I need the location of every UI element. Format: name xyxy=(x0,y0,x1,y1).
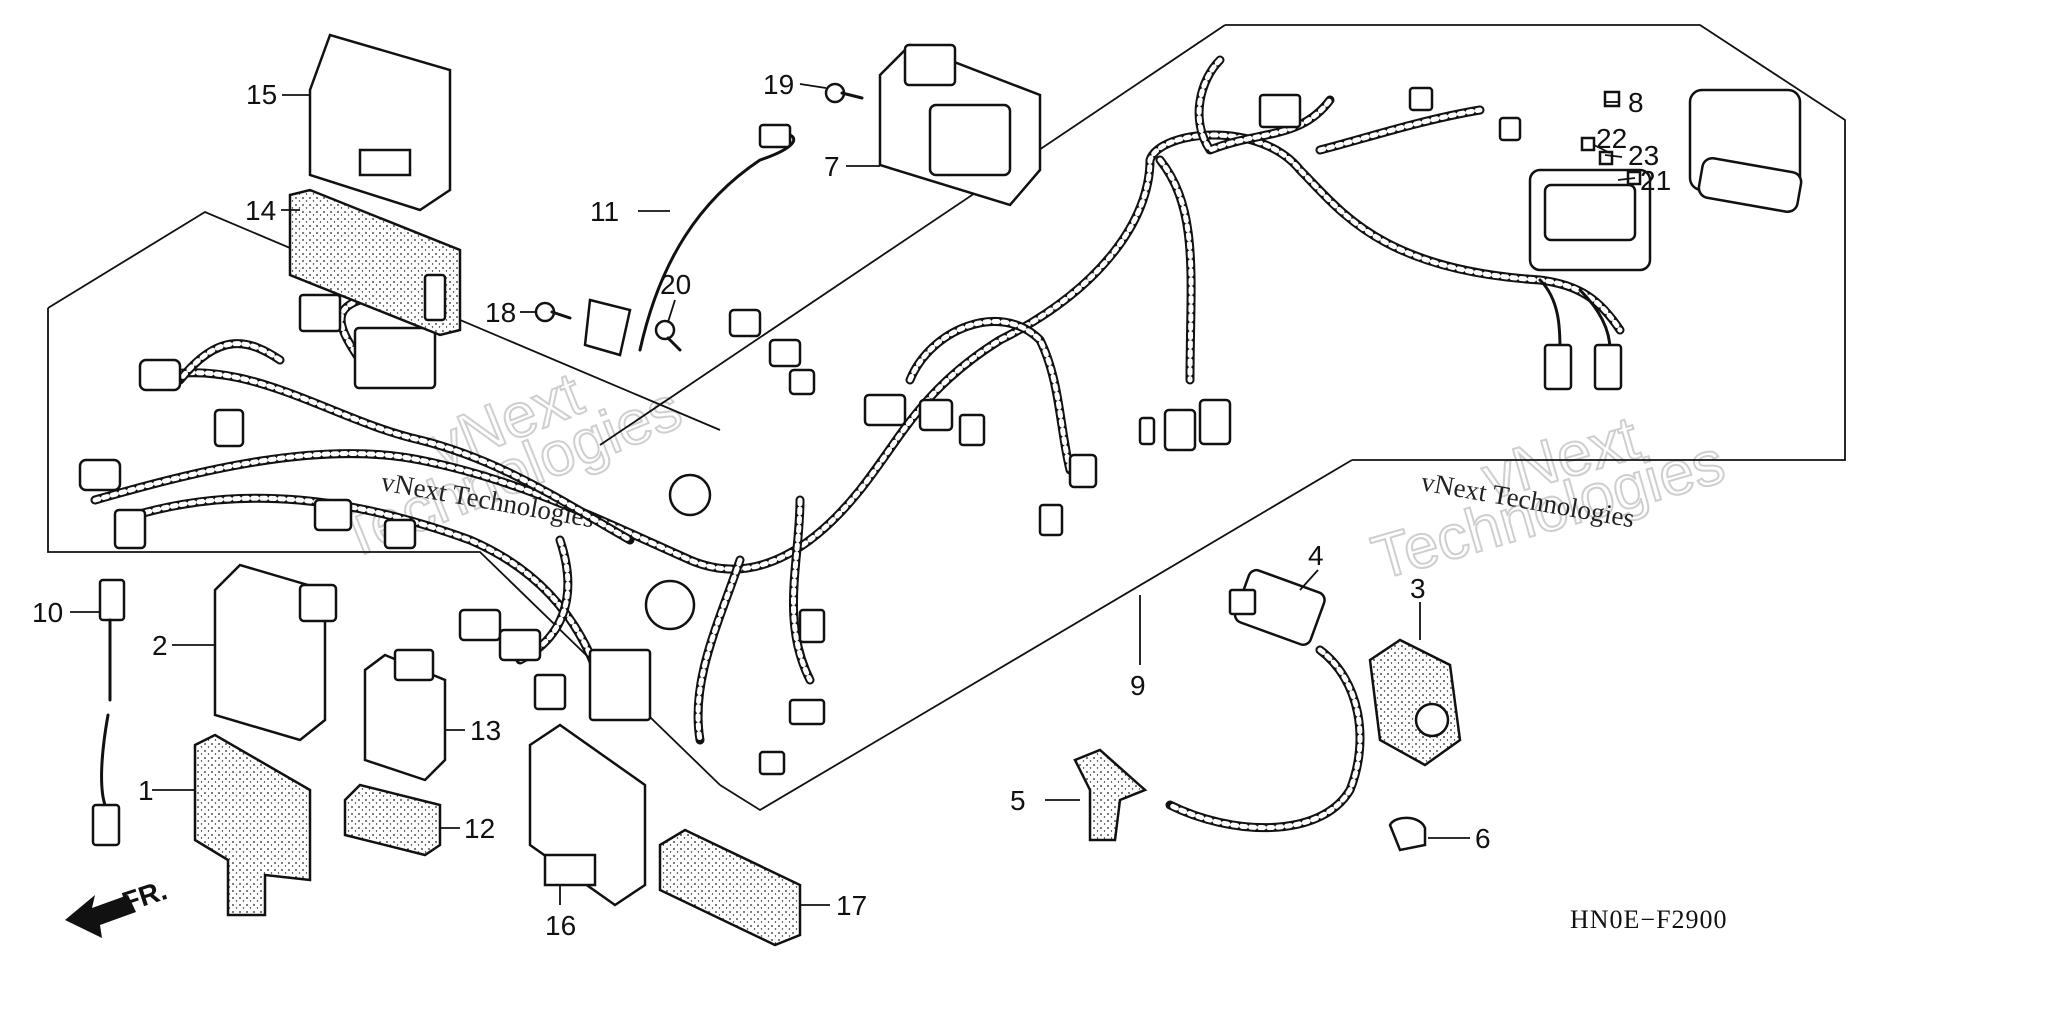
callout-16: 16 xyxy=(545,910,576,941)
callout-11: 11 xyxy=(590,196,619,227)
callout-1: 1 xyxy=(138,775,154,806)
part-15-unit xyxy=(308,33,452,212)
callout-labels: 1 2 3 4 5 6 7 8 9 10 11 12 13 14 15 16 1… xyxy=(32,69,1671,941)
diagram-code: HN0E−F2900 xyxy=(1570,905,1728,934)
callout-5: 5 xyxy=(1010,785,1026,816)
part-11-wire xyxy=(583,123,796,357)
part-4-ignition-coil xyxy=(1165,568,1365,833)
leader-lines xyxy=(70,83,1636,906)
callout-4: 4 xyxy=(1308,540,1324,571)
harness-connectors xyxy=(78,86,1623,776)
callout-21: 21 xyxy=(1640,165,1671,196)
callout-2: 2 xyxy=(152,630,168,661)
part-17-cover xyxy=(658,828,802,947)
fuse-box xyxy=(1528,88,1803,272)
callout-10: 10 xyxy=(32,597,63,628)
callout-22: 22 xyxy=(1596,123,1627,154)
part-12-cover xyxy=(343,783,442,857)
part-14-cover xyxy=(288,188,462,337)
callout-3: 3 xyxy=(1410,573,1426,604)
callout-19: 19 xyxy=(763,69,794,100)
callout-12: 12 xyxy=(464,813,495,844)
callout-15: 15 xyxy=(246,79,277,110)
part-2-cdi xyxy=(213,563,338,742)
callout-6: 6 xyxy=(1475,823,1491,854)
callout-13: 13 xyxy=(470,715,501,746)
part-5-plug-cap xyxy=(1073,748,1148,842)
part-6-clip xyxy=(1388,816,1427,852)
callout-17: 17 xyxy=(836,890,867,921)
part-1-cover xyxy=(193,733,312,917)
callout-7: 7 xyxy=(824,151,840,182)
callout-9: 9 xyxy=(1130,670,1146,701)
callout-20: 20 xyxy=(660,269,691,300)
watermark-group: vNext Technologies vNext Technologies vN… xyxy=(328,359,1732,595)
callout-8: 8 xyxy=(1628,87,1644,118)
direction-label: FR. xyxy=(118,874,170,917)
callout-18: 18 xyxy=(485,297,516,328)
part-10-wire xyxy=(91,578,126,847)
part-7-regulator xyxy=(878,43,1042,207)
part-13-relay xyxy=(363,648,447,782)
callout-23: 23 xyxy=(1628,140,1659,171)
bolts xyxy=(534,82,864,352)
part-16-ecu xyxy=(528,723,647,907)
part-3-holder xyxy=(1368,638,1462,767)
front-direction-arrow: FR. xyxy=(65,874,171,938)
callout-14: 14 xyxy=(245,195,276,226)
